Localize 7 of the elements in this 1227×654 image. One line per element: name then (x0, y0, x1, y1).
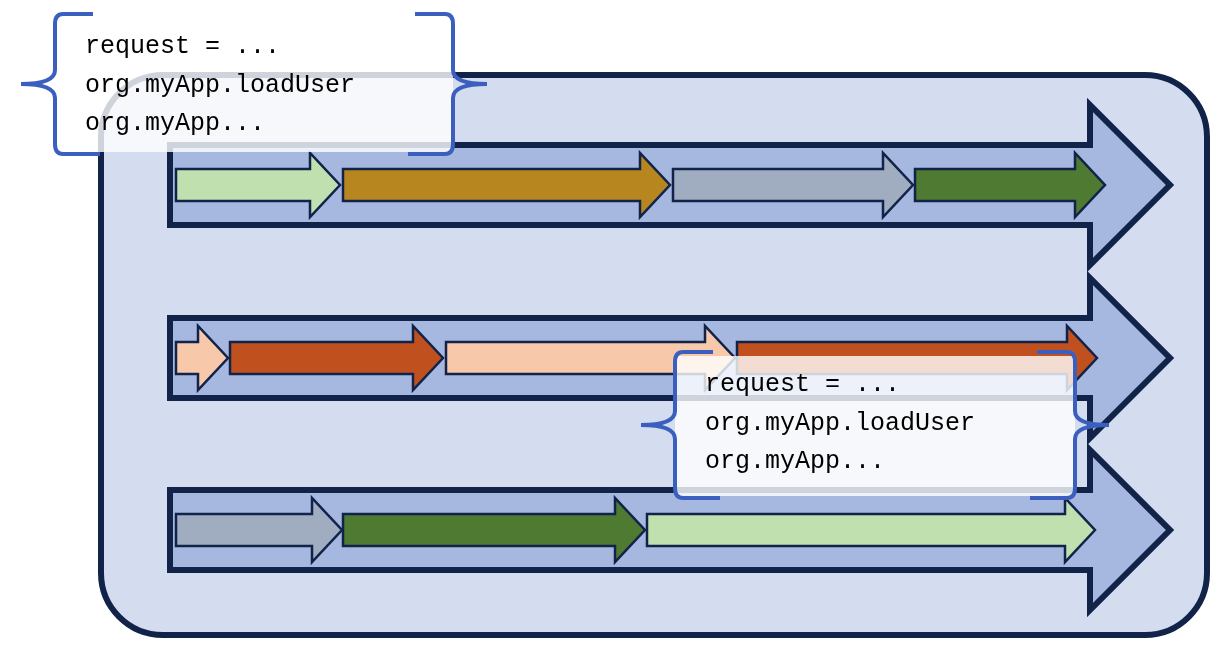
code-line: org.myApp... (85, 108, 267, 140)
code-line: org.myApp... (705, 446, 887, 478)
code-line: request = ... (85, 31, 282, 63)
code-line: org.myApp.loadUser (705, 407, 977, 440)
code-callout (675, 356, 1075, 496)
code-line: request = ... (705, 369, 902, 401)
code-line: org.myApp.loadUser (85, 69, 357, 102)
